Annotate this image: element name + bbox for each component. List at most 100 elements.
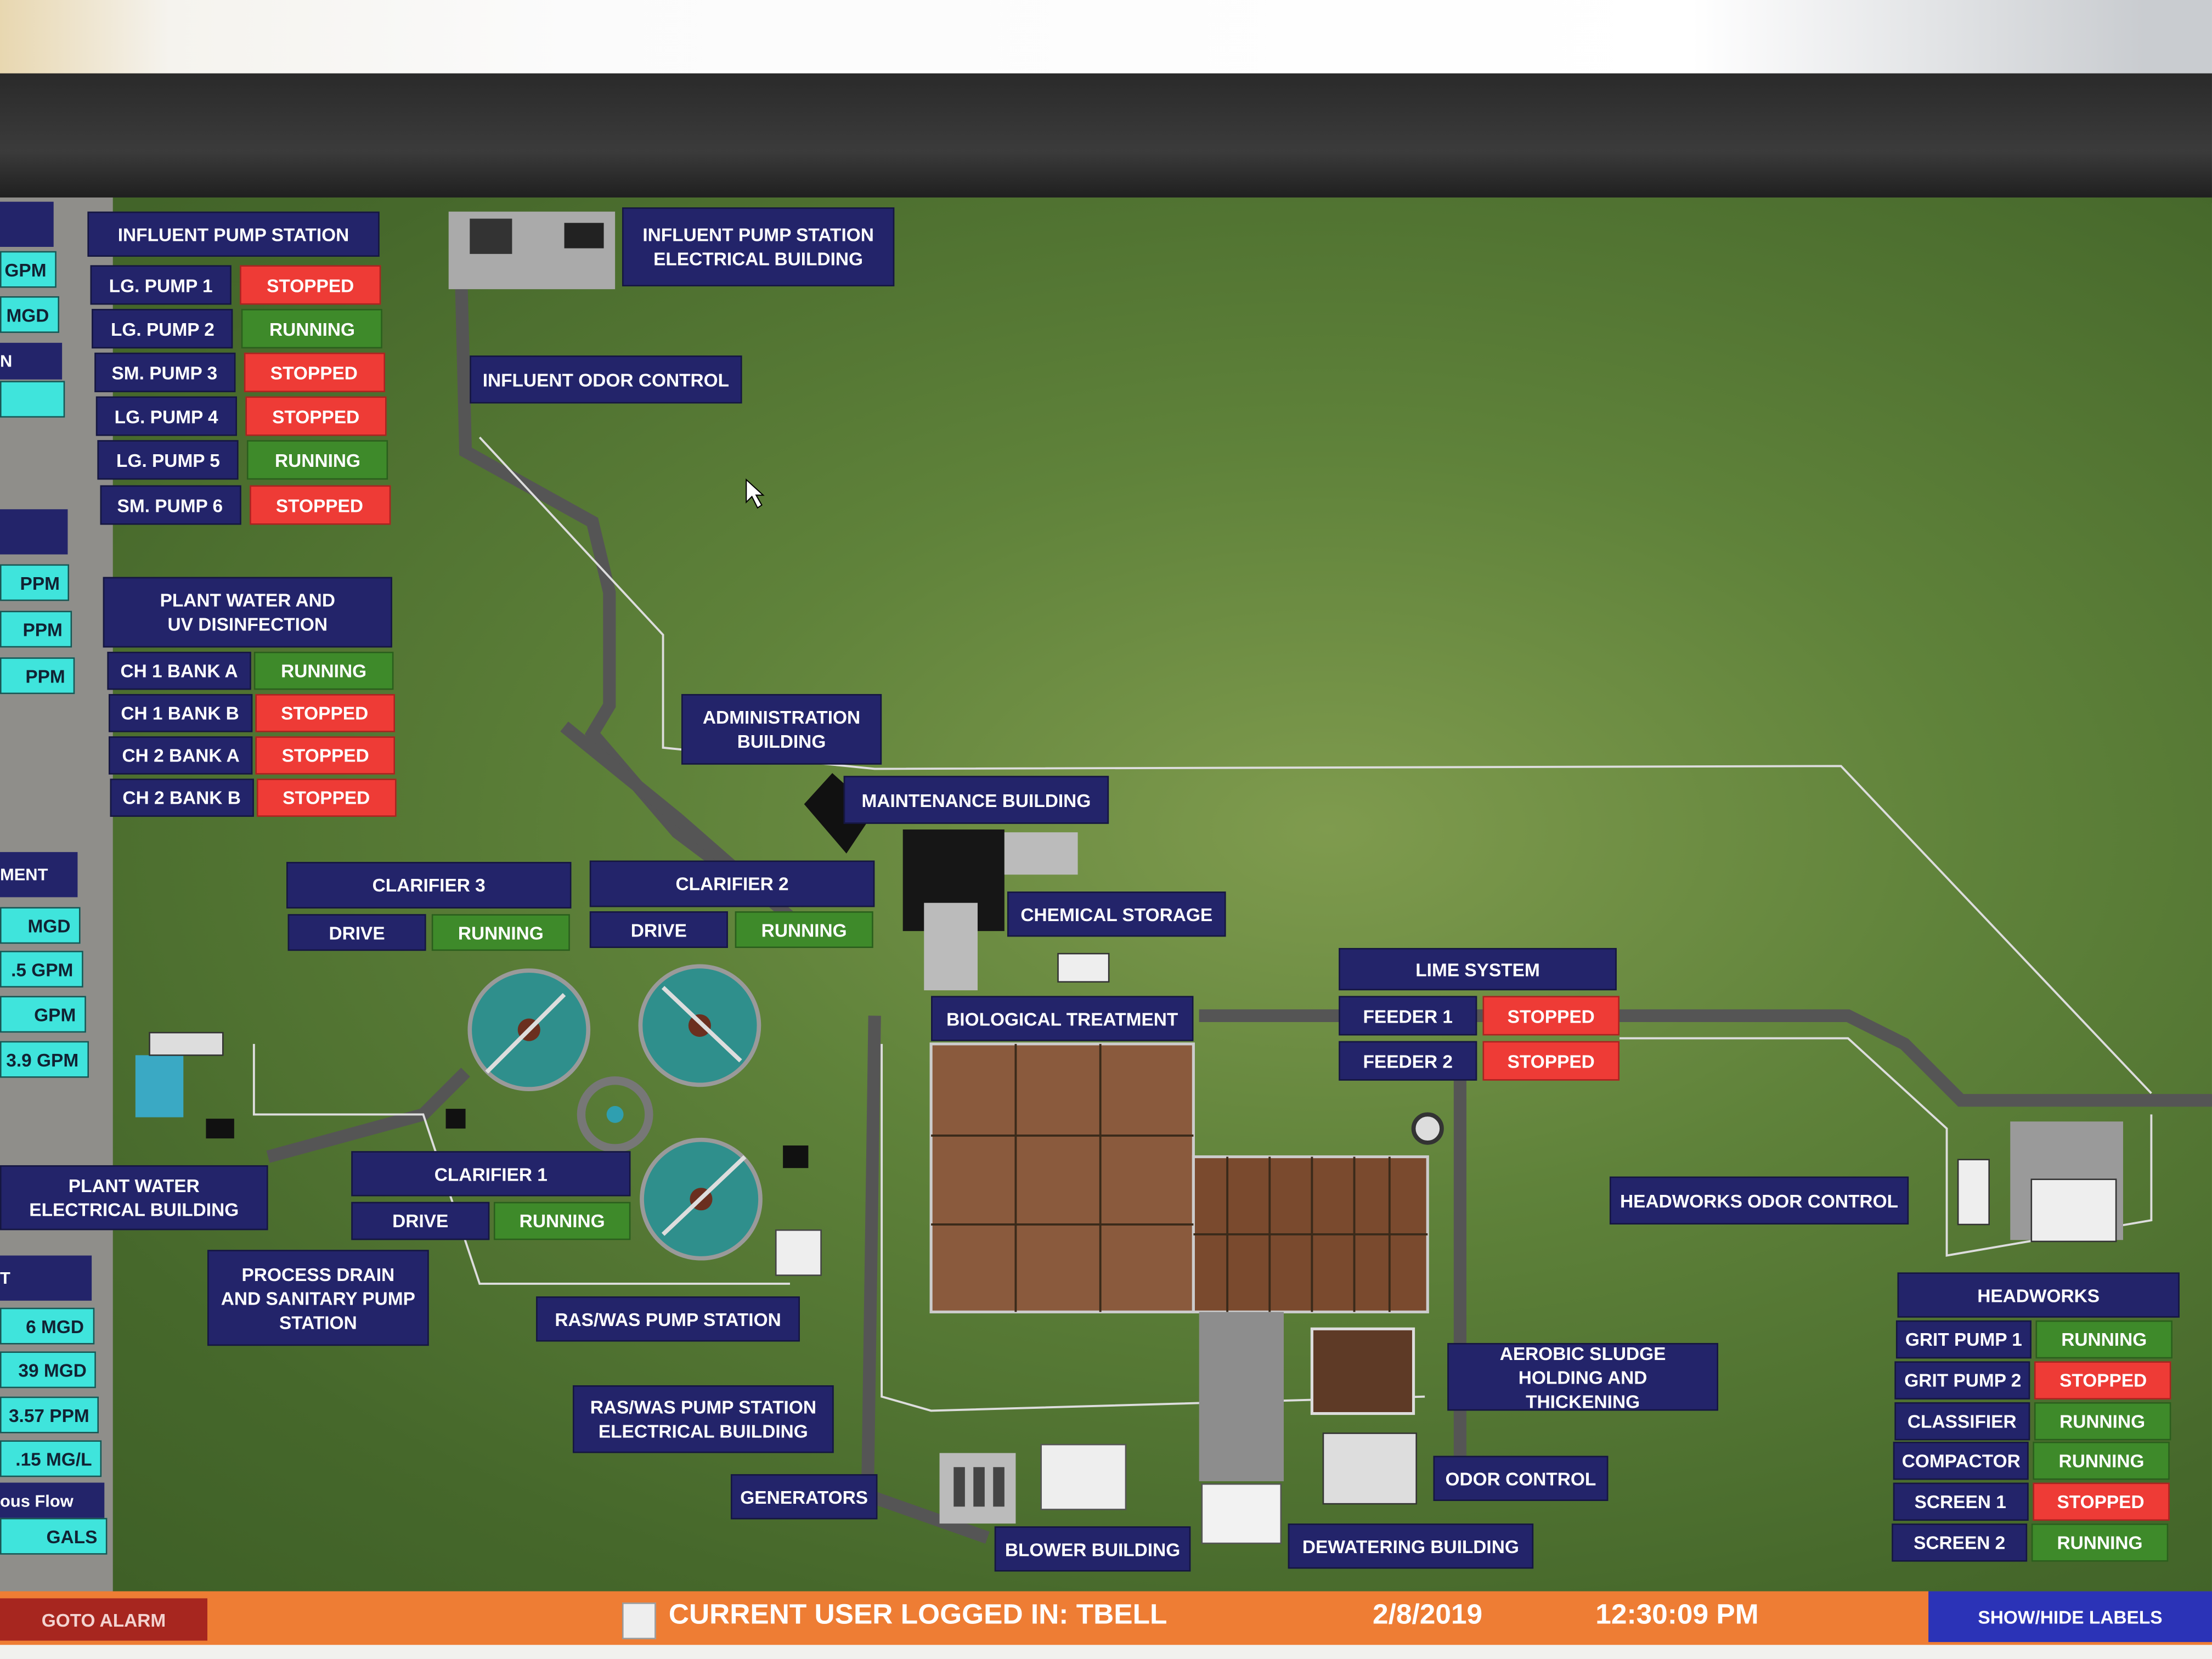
clarifier-3-drive-label: DRIVE: [287, 914, 426, 951]
user-icon[interactable]: [622, 1602, 656, 1639]
uv-row-label: CH 1 BANK B: [108, 694, 252, 732]
sidebar-value: 39 MGD: [0, 1351, 97, 1389]
blower-building-label[interactable]: BLOWER BUILDING: [994, 1526, 1191, 1572]
influent_pump_station-row-status: STOPPED: [249, 485, 390, 525]
sidebar-value: MGD: [0, 296, 59, 333]
mouse-cursor-icon: [746, 478, 765, 509]
clarifier-1-drive-label: DRIVE: [351, 1201, 490, 1240]
headworks-row-label: COMPACTOR: [1893, 1441, 2029, 1480]
plant-water-electrical: [206, 1119, 234, 1139]
sidebar-header: N: [0, 342, 62, 380]
headworks-row-label: GRIT PUMP 2: [1895, 1361, 2031, 1400]
goto-alarm-button[interactable]: GOTO ALARM: [0, 1598, 207, 1641]
fence: [881, 1043, 1425, 1412]
buildings: [135, 211, 2123, 1544]
clarifiers: [467, 964, 763, 1261]
sidebar-value: GALS: [0, 1517, 108, 1555]
clarifier-2-drive-label: DRIVE: [589, 911, 728, 948]
splitter-box: [577, 1076, 653, 1153]
influent-electrical-building-label[interactable]: INFLUENT PUMP STATION ELECTRICAL BUILDIN…: [622, 207, 895, 286]
aerobic-sludge-label[interactable]: AEROBIC SLUDGE HOLDING AND THICKENING: [1447, 1342, 1718, 1412]
clarifier-3-title[interactable]: CLARIFIER 3: [286, 862, 572, 909]
chemical-storage-label[interactable]: CHEMICAL STORAGE: [1007, 891, 1226, 937]
sidebar-header: [0, 201, 54, 247]
influent_pump_station-row-status: RUNNING: [247, 440, 388, 480]
clarifier-1-title[interactable]: CLARIFIER 1: [351, 1151, 631, 1197]
clarifier-2-title[interactable]: CLARIFIER 2: [589, 860, 875, 907]
influent-odor-control-label[interactable]: INFLUENT ODOR CONTROL: [470, 355, 742, 404]
influent_pump_station-row-label: LG. PUMP 5: [97, 440, 239, 480]
sidebar-value: 3.57 PPM: [0, 1396, 99, 1434]
ras-was-pump-station: [775, 1229, 822, 1276]
headworks-row-label: CLASSIFIER: [1894, 1402, 2030, 1441]
sidebar-value: GPM: [0, 251, 57, 288]
feeder-1-status: STOPPED: [1482, 996, 1620, 1036]
headworks-title: HEADWORKS: [1897, 1272, 2180, 1318]
sidebar-value: PPM: [0, 657, 75, 695]
sidebar-header: ous Flow: [0, 1482, 105, 1520]
odor-control-unit: [1322, 1432, 1417, 1505]
sidebar-value: GPM: [0, 996, 86, 1033]
uv-row-status: STOPPED: [255, 736, 396, 775]
headworks-row-status: STOPPED: [2034, 1361, 2172, 1400]
sidebar-value: PPM: [0, 611, 72, 648]
headworks-row-label: SCREEN 2: [1892, 1523, 2028, 1562]
window-background: [0, 0, 2212, 78]
maintenance-building-label[interactable]: MAINTENANCE BUILDING: [843, 776, 1109, 824]
clarifier-arm: [485, 993, 566, 1074]
influent_pump_station-row-status: RUNNING: [241, 309, 383, 349]
lime-system-title: LIME SYSTEM: [1339, 947, 1617, 991]
headworks-row-status: RUNNING: [2035, 1320, 2172, 1359]
dewatering-building-label[interactable]: DEWATERING BUILDING: [1288, 1523, 1534, 1569]
uv-disinfection-title: PLANT WATER AND UV DISINFECTION: [103, 577, 392, 648]
lime-tanks: [1057, 952, 1110, 983]
clarifier-center: [688, 1014, 711, 1037]
headworks-row-label: GRIT PUMP 1: [1895, 1320, 2032, 1359]
gravel-area: [1199, 1312, 1284, 1481]
lime-silo: [1411, 1112, 1444, 1145]
dewatering-building: [1201, 1483, 1282, 1544]
process-drain-label[interactable]: PROCESS DRAIN AND SANITARY PUMP STATION: [207, 1250, 429, 1346]
date-text: 2/8/2019: [1372, 1599, 1483, 1631]
headworks-row-status: RUNNING: [2031, 1523, 2169, 1562]
uv-row-label: CH 2 BANK B: [110, 778, 254, 817]
sidebar-value: .5 GPM: [0, 951, 83, 988]
influent_pump_station-row-label: SM. PUMP 3: [94, 352, 235, 392]
sidebar-value: PPM: [0, 564, 70, 601]
uv-row-status: STOPPED: [255, 694, 394, 732]
generators-label[interactable]: GENERATORS: [730, 1474, 878, 1520]
plant-water-electrical-label[interactable]: PLANT WATER ELECTRICAL BUILDING: [0, 1165, 268, 1231]
ras-was-electrical-label[interactable]: RAS/WAS PUMP STATION ELECTRICAL BUILDING: [572, 1385, 834, 1453]
feeder-2-status: STOPPED: [1482, 1041, 1620, 1081]
show-hide-labels-button[interactable]: SHOW/HIDE LABELS: [1928, 1591, 2212, 1643]
sidebar-header: [0, 509, 67, 555]
sidebar-value: 6 MGD: [0, 1307, 94, 1345]
sidebar-header: MENT: [0, 852, 78, 898]
influent-pump-station-building: [470, 218, 512, 254]
road: [1199, 1009, 2212, 1107]
aerobic-sludge-tanks: [1310, 1327, 1415, 1415]
biological-treatment-label[interactable]: BIOLOGICAL TREATMENT: [931, 996, 1194, 1041]
headworks-row-status: STOPPED: [2032, 1482, 2169, 1521]
feeder-2-label: FEEDER 2: [1339, 1041, 1477, 1081]
monitor-bezel: [0, 73, 2212, 204]
clarifier-1-status: RUNNING: [493, 1201, 631, 1240]
odor-control-label[interactable]: ODOR CONTROL: [1433, 1455, 1609, 1501]
administration-building-label[interactable]: ADMINISTRATION BUILDING: [681, 694, 882, 765]
headworks-row-status: RUNNING: [2033, 1441, 2170, 1480]
ras-was-pump-station-label[interactable]: RAS/WAS PUMP STATION: [536, 1296, 800, 1342]
sidebar-value: [0, 381, 65, 418]
headworks-odor-control-label[interactable]: HEADWORKS ODOR CONTROL: [1609, 1176, 1909, 1224]
chemical-road: [924, 902, 978, 991]
influent-electrical-building: [564, 223, 604, 249]
sidebar-value: .15 MG/L: [0, 1440, 102, 1477]
influent_pump_station-row-label: LG. PUMP 2: [92, 309, 234, 349]
influent_pump_station-row-status: STOPPED: [245, 396, 387, 436]
sidebar-value: 3.9 GPM: [0, 1041, 89, 1078]
clarifier-arm: [661, 986, 742, 1063]
fence: [1619, 1037, 2153, 1257]
influent_pump_station-row-status: STOPPED: [243, 352, 385, 392]
headworks-odor-unit: [1957, 1159, 1990, 1226]
influent_pump_station-row-label: LG. PUMP 1: [90, 265, 232, 305]
